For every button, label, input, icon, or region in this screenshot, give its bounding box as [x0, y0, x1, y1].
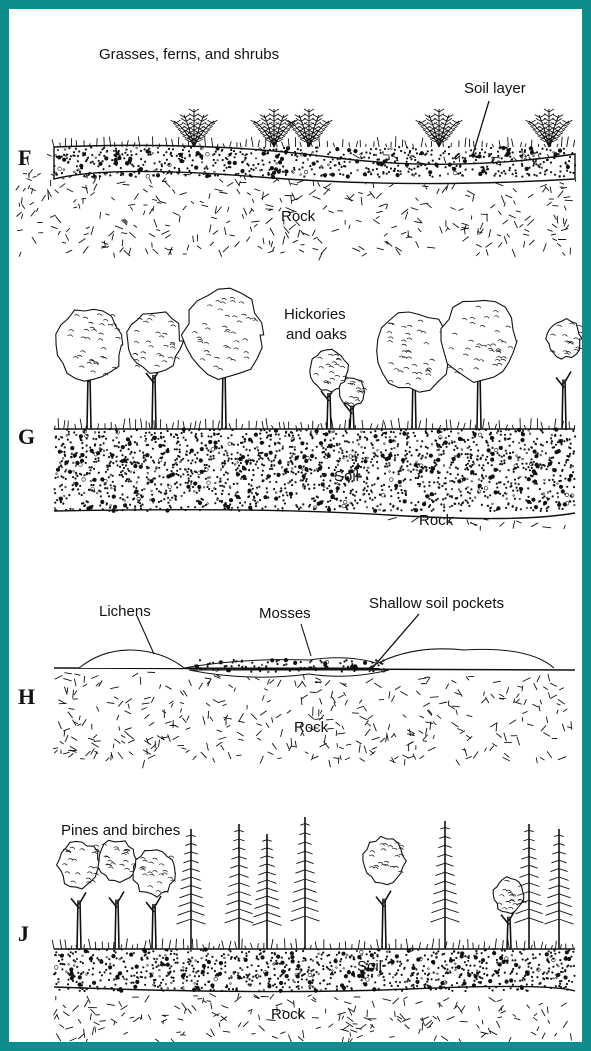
panel-h-lichen-mound-2	[369, 649, 554, 668]
panel-j-soil-label: Soil	[357, 959, 382, 974]
panel-f: F Grasses, ferns, and shrubs Soil layer …	[9, 29, 582, 259]
panel-h-soil-label: Shallow soil pockets	[369, 596, 504, 611]
panel-g-grass	[54, 418, 575, 429]
panel-j-grass	[52, 938, 573, 949]
panel-f-rock-label: Rock	[281, 209, 315, 224]
panel-f-soil-label: Soil layer	[464, 81, 526, 96]
panel-h: H Lichens Mosses Shallow soil pockets Ro…	[9, 574, 582, 764]
panel-h-moss-pointer	[301, 624, 311, 656]
panel-j-vegetation-label: Pines and birches	[61, 823, 180, 838]
panel-h-lichen-mound-1	[79, 650, 184, 668]
panel-g-vegetation-label-2: and oaks	[286, 327, 347, 342]
panel-j-rock-label: Rock	[271, 1007, 305, 1022]
panel-h-mosses-label: Mosses	[259, 606, 311, 621]
panel-g-vegetation-label-1: Hickories	[284, 307, 346, 322]
panel-h-lichen-pointer	[137, 616, 154, 654]
panel-g-rock-label: Rock	[419, 513, 453, 528]
panel-j-broad-trees	[57, 836, 527, 949]
panel-h-rock-label: Rock	[294, 720, 328, 735]
panel-j-letter: J	[18, 923, 29, 945]
panel-g-letter: G	[18, 426, 35, 448]
panel-j: J Pines and birches Soil Rock	[9, 809, 582, 1044]
panel-h-letter: H	[18, 686, 35, 708]
panel-g-soil-label: Soil	[334, 469, 359, 484]
panel-h-lichens-label: Lichens	[99, 604, 151, 619]
panel-f-vegetation-label: Grasses, ferns, and shrubs	[99, 47, 279, 62]
panel-g-rock	[388, 517, 565, 530]
panel-g-soil-dots	[54, 428, 576, 513]
panel-g-rock-line	[54, 510, 575, 519]
panel-g: G Hickories and oaks Soil Rock	[9, 269, 582, 529]
panel-j-rock	[53, 993, 571, 1046]
panel-f-letter: F	[18, 147, 31, 169]
